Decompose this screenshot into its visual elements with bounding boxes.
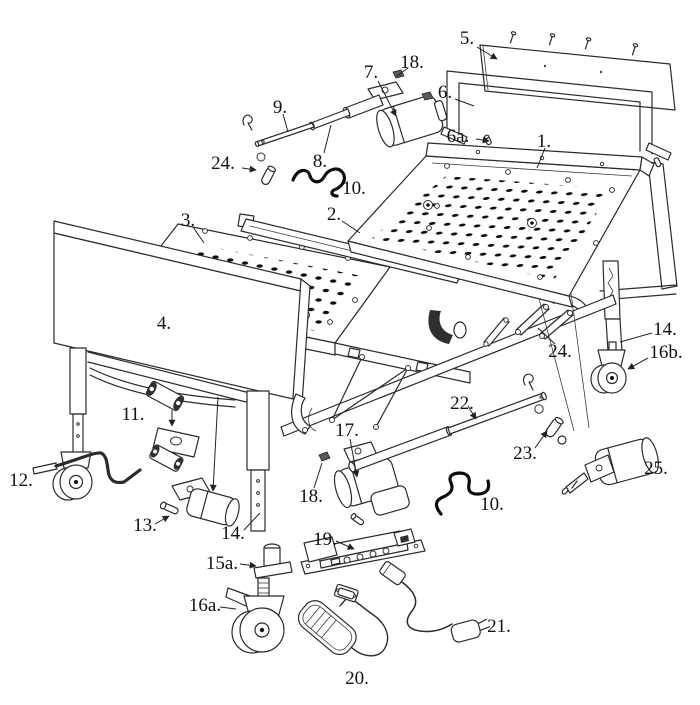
base-side-rail: [280, 294, 617, 437]
head-end-frame: [552, 161, 678, 394]
bracket-screw-6a: [483, 134, 492, 146]
part-label-17: 17.: [335, 420, 359, 441]
leg-left-middle: [246, 390, 270, 532]
part-label-24-right: 24.: [548, 341, 572, 362]
head-deck-panel: [347, 142, 655, 308]
leader-lines: [154, 46, 653, 610]
clip-18-b: [421, 91, 434, 101]
lift-arms: [483, 303, 574, 347]
part-label-19: 19.: [313, 529, 337, 550]
headboard-panel: [479, 44, 676, 111]
part-labels: 5. 6. 6a. 7. 18. 9. 8. 24. 10. 1. 2. 3. …: [9, 28, 683, 689]
motor-mount-13: [159, 477, 240, 527]
part-label-2: 2.: [327, 204, 341, 225]
part-label-13: 13.: [133, 515, 157, 536]
cord-connector: [379, 561, 406, 586]
part-label-8: 8.: [313, 151, 327, 172]
leveling-base: [253, 543, 293, 579]
foot-motor-rod: [348, 373, 567, 473]
locking-caster-16a: [225, 577, 285, 654]
pendant-connector: [333, 583, 359, 603]
part-label-10-bottom: 10.: [480, 494, 504, 515]
part-label-6a: 6a.: [447, 126, 470, 147]
part-label-16b: 16b.: [649, 342, 682, 363]
part-label-9: 9.: [273, 97, 287, 118]
power-cable-10-top: [291, 167, 346, 198]
part-label-18-top: 18.: [400, 52, 424, 73]
cotter-pin: [522, 373, 534, 391]
clevis-pin-24: [261, 165, 277, 186]
power-cable-10-bottom: [434, 471, 491, 516]
part-label-11: 11.: [121, 404, 144, 425]
part-label-4: 4.: [157, 313, 171, 334]
part-label-24-top: 24.: [211, 153, 235, 174]
part-label-12: 12.: [9, 470, 33, 491]
part-label-15a: 15a.: [206, 553, 238, 574]
part-label-22: 22.: [450, 393, 474, 414]
head-deck-flange: [425, 142, 655, 177]
part-label-3: 3.: [181, 210, 195, 231]
part-label-23: 23.: [513, 443, 537, 464]
clip-18-c: [318, 451, 331, 462]
part-label-7: 7.: [364, 62, 378, 83]
brake-pedal-bar: [32, 451, 142, 485]
leg-right-upper: [602, 260, 621, 320]
part-label-14-left: 14.: [221, 523, 245, 544]
headboard-bracket: [440, 70, 672, 168]
part-label-5: 5.: [460, 28, 474, 49]
leg-left-front: [69, 347, 87, 456]
head-motor-body: [376, 95, 448, 148]
caster-16b: [590, 341, 627, 394]
clip-18-a: [392, 69, 405, 79]
deck-stop-bracket: [428, 310, 453, 344]
control-box: [300, 528, 426, 575]
roller-assembly: [145, 380, 200, 472]
part-label-20: 20.: [345, 668, 369, 689]
part-label-1: 1.: [537, 131, 551, 152]
pin-ring: [534, 404, 544, 414]
head-motor-assembly: [242, 69, 448, 186]
clevis-pin-23: [545, 416, 564, 438]
part-label-25: 25.: [644, 458, 668, 479]
detached-motor-25: [561, 437, 659, 495]
base-frame: [280, 290, 617, 437]
part-label-10-top: 10.: [342, 178, 366, 199]
wall-plug: [450, 618, 491, 643]
brake-lever: [225, 587, 251, 607]
part-label-18-bottom: 18.: [299, 486, 323, 507]
assembly-arrow: [209, 396, 219, 492]
headboard-screws: [509, 31, 639, 56]
part-label-21: 21.: [487, 616, 511, 637]
footboard: [53, 220, 311, 405]
cotter-pin: [242, 114, 253, 131]
power-cord: [379, 561, 491, 643]
part-label-14-right: 14.: [653, 319, 677, 340]
part-label-6: 6.: [438, 82, 452, 103]
motor-rod: [255, 122, 315, 147]
part-label-16a: 16a.: [189, 595, 221, 616]
pin-ring: [256, 152, 266, 162]
hand-pendant: [297, 583, 389, 657]
